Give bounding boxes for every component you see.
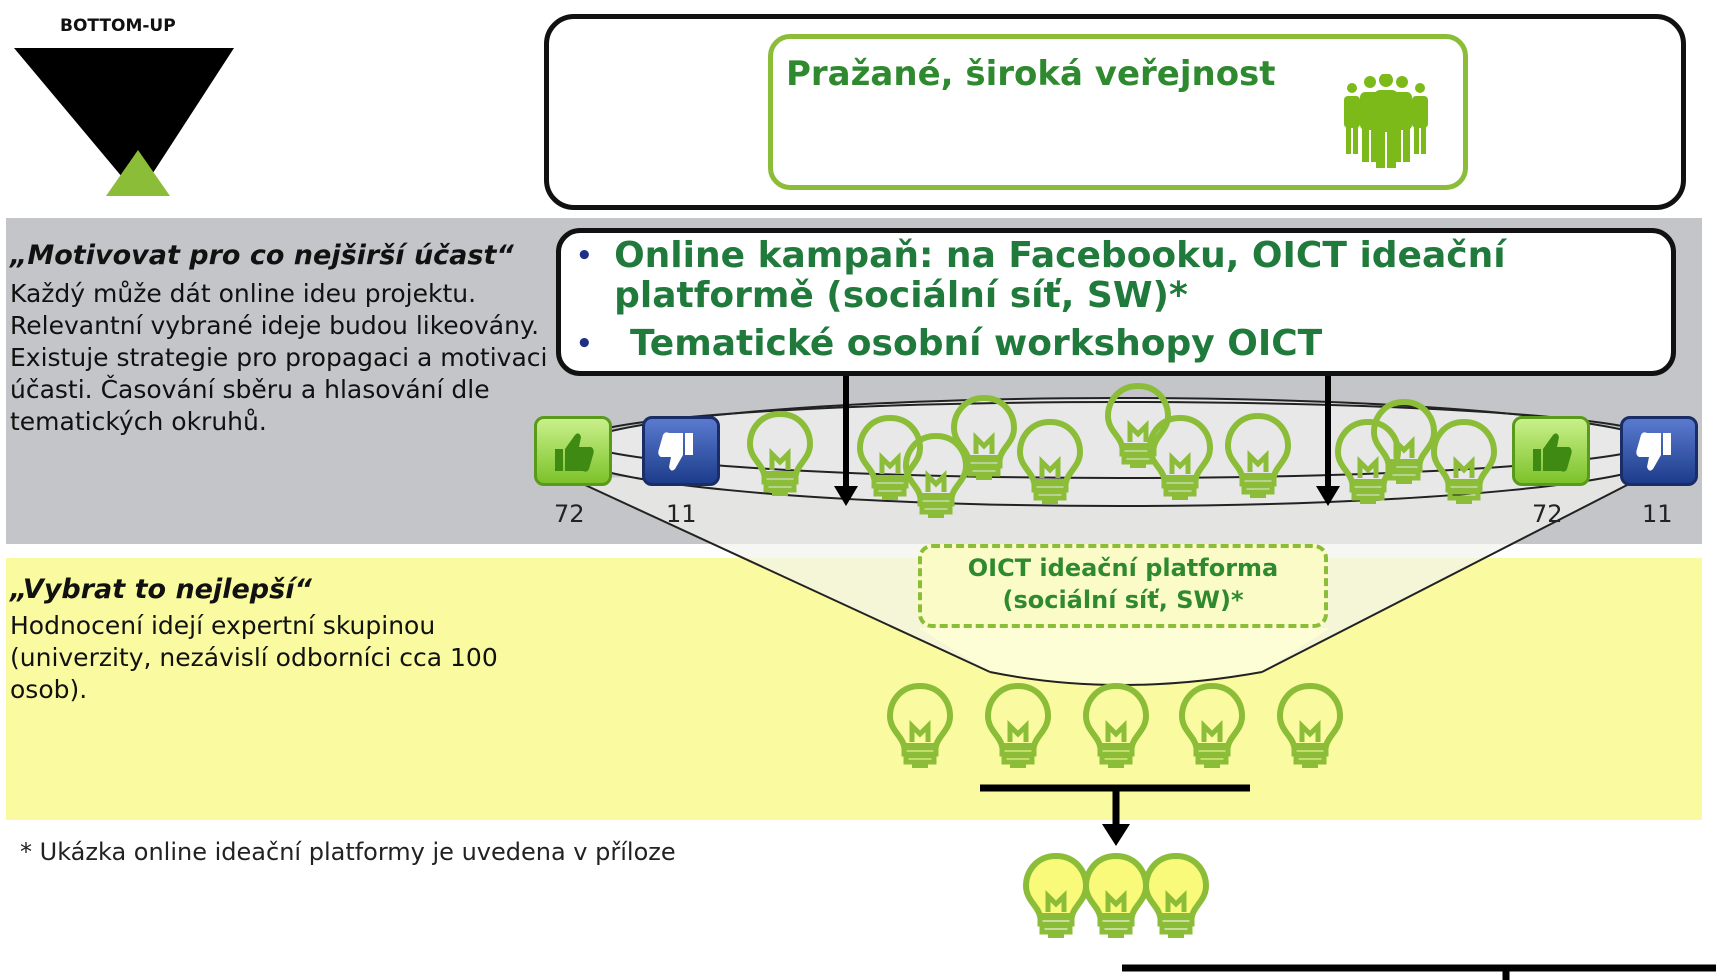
platform-box	[918, 544, 1328, 628]
channel-item-label: Online kampaň: na Facebooku, OICT ideačn…	[614, 235, 1506, 316]
like-button[interactable]	[534, 416, 612, 486]
target-group-label: Pražané, široká veřejnost	[786, 54, 1276, 94]
platform-label-line2: (sociální síť, SW)*	[1002, 586, 1244, 614]
platform-label: OICT ideační platforma (sociální síť, SW…	[918, 552, 1328, 616]
bullet-icon: •	[576, 329, 593, 359]
bottom-up-label: BOTTOM-UP	[60, 16, 176, 36]
dislike-button[interactable]	[642, 416, 720, 486]
people-group-icon	[1344, 74, 1428, 168]
thumbs-up-icon	[555, 433, 594, 472]
motivate-description: Každý může dát online ideu projektu. Rel…	[10, 279, 548, 436]
channel-item: • Online kampaň: na Facebooku, OICT idea…	[576, 236, 1656, 316]
like-count: 72	[554, 500, 585, 528]
bullet-icon: •	[576, 241, 593, 271]
select-title: „Vybrat to nejlepší“	[10, 574, 312, 605]
like-button[interactable]	[1512, 416, 1590, 486]
thumbs-down-icon	[658, 432, 693, 471]
dislike-count: 11	[1642, 500, 1673, 528]
like-count: 72	[1532, 500, 1563, 528]
channels-box	[556, 228, 1676, 376]
footnote: * Ukázka online ideační platformy je uve…	[20, 838, 676, 866]
dislike-count: 11	[666, 500, 697, 528]
channel-item-label: Tematické osobní workshopy OICT	[630, 323, 1323, 364]
funnel-triangle-icon	[14, 48, 234, 196]
motivate-title: „Motivovat pro co nejširší účast“	[10, 240, 514, 271]
channel-item: • Tematické osobní workshopy OICT	[576, 324, 1656, 364]
platform-label-line1: OICT ideační platforma	[967, 554, 1279, 582]
dislike-button[interactable]	[1620, 416, 1698, 486]
thumbs-down-icon	[1636, 432, 1671, 471]
thumbs-up-icon	[1533, 433, 1572, 472]
select-description: Hodnocení idejí expertní skupinou (unive…	[10, 611, 498, 704]
